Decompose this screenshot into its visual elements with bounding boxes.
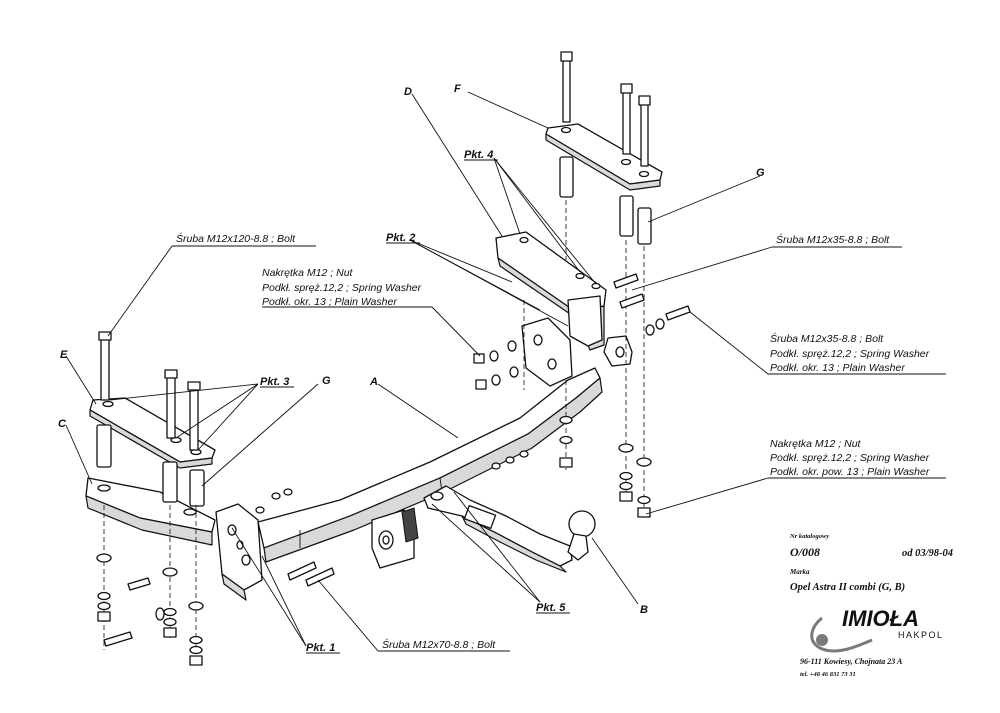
left-fasteners bbox=[96, 553, 204, 666]
left-spacer-tubes bbox=[96, 424, 205, 507]
bracket-c bbox=[85, 477, 216, 546]
letter-d: D bbox=[404, 86, 412, 98]
pkt-2-label: Pkt. 2 bbox=[386, 232, 415, 244]
phone: tel. +48 46 831 73 31 bbox=[800, 671, 856, 678]
logo-sub: HAKPOL bbox=[898, 630, 944, 640]
bolt-35-group-line-3: Podkł. okr. 13 ; Plain Washer bbox=[770, 362, 905, 374]
catalog-label: Nr katalogowy bbox=[789, 533, 829, 540]
letter-g-left: G bbox=[322, 375, 331, 387]
date-range: od 03/98-04 bbox=[902, 548, 953, 559]
nut-right-line-2: Podkł. spręż.12,2 ; Spring Washer bbox=[770, 452, 930, 464]
part-drawing bbox=[85, 51, 691, 666]
plate-f bbox=[545, 123, 663, 191]
letter-c: C bbox=[58, 418, 67, 430]
right-side-plate bbox=[521, 317, 633, 387]
make-value: Opel Astra II combi (G, B) bbox=[790, 582, 905, 593]
callout-texts: Śruba M12x120-8.8 ; Bolt Nakrętka M12 ; … bbox=[172, 232, 930, 651]
make-label: Marka bbox=[789, 568, 810, 576]
point-labels: Pkt. 1 Pkt. 2 Pkt. 3 Pkt. 4 Pkt. 5 bbox=[260, 149, 570, 654]
letter-a: A bbox=[369, 376, 378, 388]
letter-labels: E C D F G G A B bbox=[58, 83, 765, 616]
bolt-70-label: Śruba M12x70-8.8 ; Bolt bbox=[382, 638, 496, 651]
nut-left-line-3: Podkł. okr. 13 ; Plain Washer bbox=[262, 296, 397, 308]
bolt-120-label: Śruba M12x120-8.8 ; Bolt bbox=[176, 232, 296, 245]
logo-ball-icon bbox=[816, 634, 828, 646]
nut-left-line-1: Nakrętka M12 ; Nut bbox=[262, 267, 354, 279]
logo-name: IMIOŁA bbox=[842, 606, 919, 631]
nut-right-line-1: Nakrętka M12 ; Nut bbox=[770, 438, 862, 450]
left-side-plate bbox=[215, 503, 263, 601]
right-fasteners bbox=[255, 273, 691, 587]
bolt-35-group-line-1: Śruba M12x35-8.8 ; Bolt bbox=[770, 332, 884, 345]
left-long-bolts bbox=[98, 331, 201, 451]
plate-e bbox=[89, 397, 216, 469]
nut-right-line-3: Podkł. okr. pow. 13 ; Plain Washer bbox=[770, 466, 930, 478]
letter-g-top: G bbox=[756, 167, 765, 179]
letter-e: E bbox=[60, 349, 68, 361]
pkt-1-label: Pkt. 1 bbox=[306, 642, 335, 654]
company-logo: IMIOŁA HAKPOL bbox=[810, 606, 944, 653]
pkt-3-label: Pkt. 3 bbox=[260, 376, 289, 388]
bolt-35-group-line-2: Podkł. spręż.12,2 ; Spring Washer bbox=[770, 348, 930, 360]
ball-arm-b bbox=[423, 485, 596, 573]
address: 96-111 Kowiesy, Chojnata 23 A bbox=[800, 657, 903, 666]
leader-lines bbox=[65, 91, 946, 652]
main-beam-a bbox=[257, 367, 603, 563]
bracket-d bbox=[495, 231, 607, 351]
bolt-35-top-label: Śruba M12x35-8.8 ; Bolt bbox=[776, 233, 890, 246]
pkt-4-label: Pkt. 4 bbox=[464, 149, 493, 161]
letter-f: F bbox=[454, 83, 461, 95]
right-long-bolts bbox=[560, 51, 651, 167]
catalog-number: O/008 bbox=[790, 545, 820, 559]
socket-plate bbox=[371, 507, 419, 569]
pkt-5-label: Pkt. 5 bbox=[536, 602, 566, 614]
nut-left-line-2: Podkł. spręż.12,2 ; Spring Washer bbox=[262, 282, 422, 294]
right-spacer-tubes bbox=[559, 156, 652, 245]
letter-b: B bbox=[640, 604, 648, 616]
info-block: Nr katalogowy O/008 od 03/98-04 Marka Op… bbox=[789, 533, 953, 678]
